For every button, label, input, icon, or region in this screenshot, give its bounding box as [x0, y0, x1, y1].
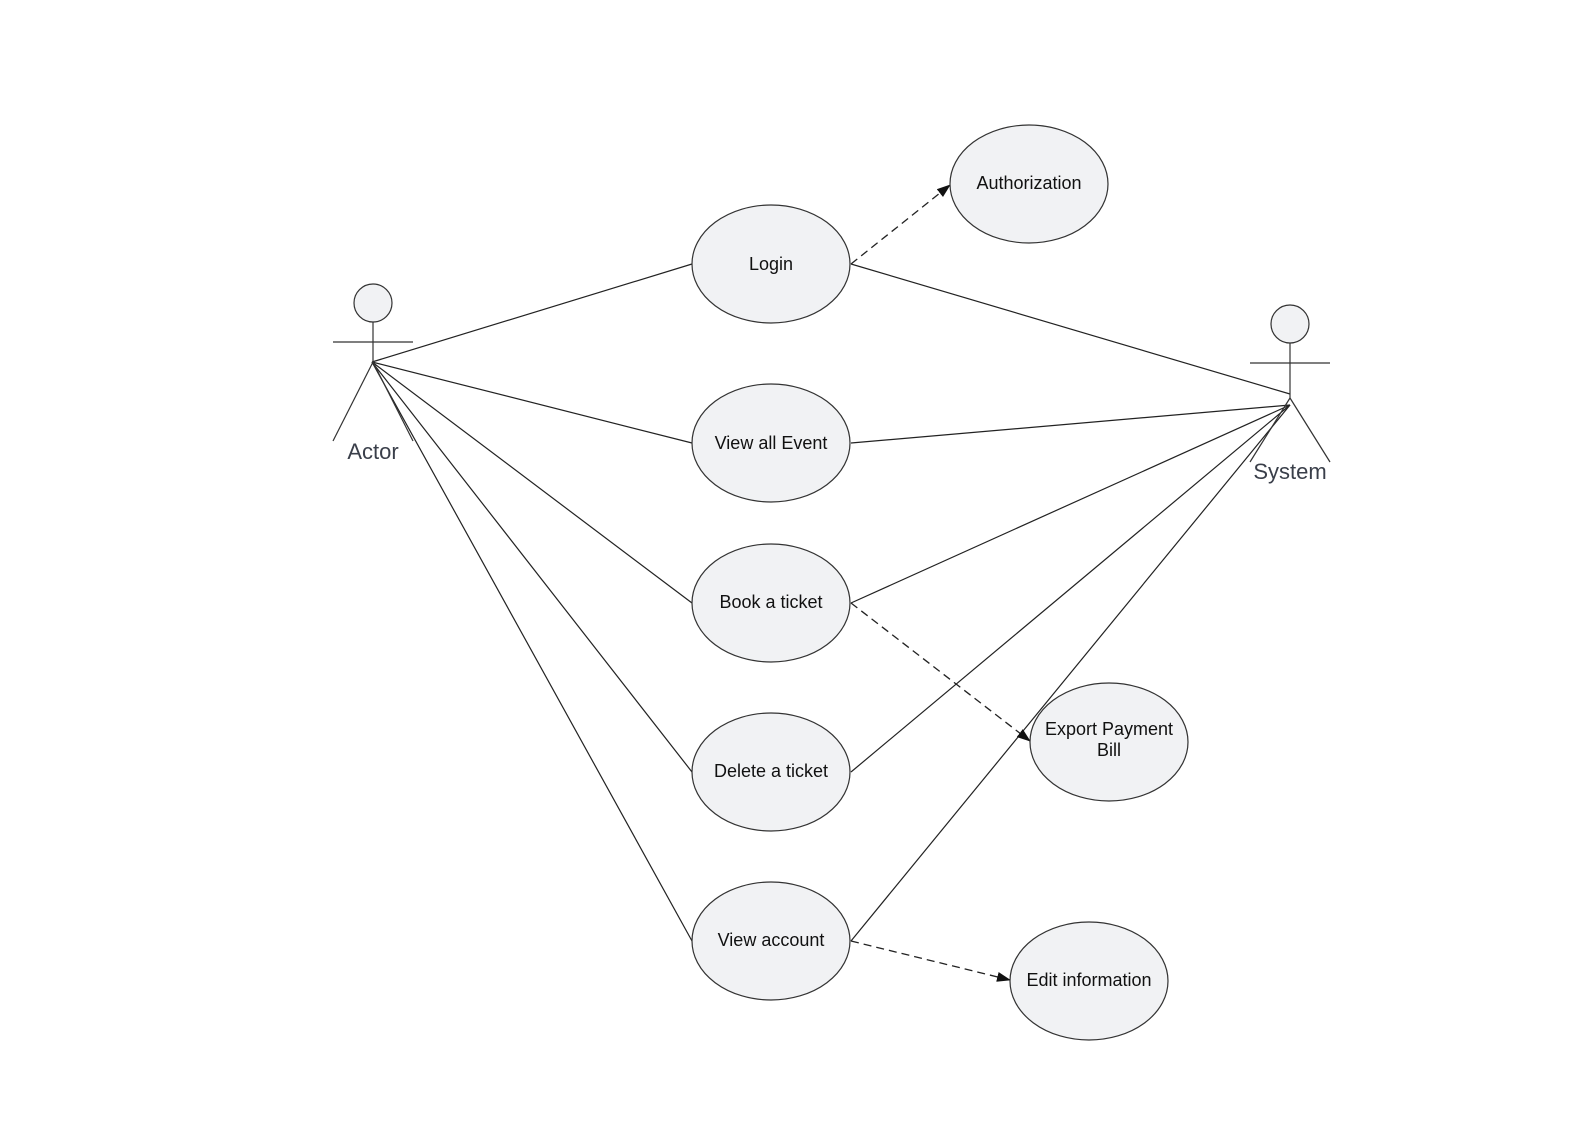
usecase-book-ticket-ellipse	[691, 543, 851, 663]
usecase-view-account[interactable]: View account	[691, 881, 851, 1001]
system-actor-label: System	[1253, 459, 1326, 484]
association-system-login[interactable]	[850, 263, 1291, 395]
usecase-export-payment-bill-label-line1: Export Payment	[1045, 719, 1173, 739]
association-system-book-ticket[interactable]	[850, 404, 1291, 604]
system-actor-figure[interactable]: System	[1249, 304, 1331, 484]
usecase-view-account-label: View account	[718, 930, 825, 950]
dependency-book-ticket-export-payment-bill[interactable]	[850, 602, 1031, 742]
usecase-export-payment-bill-ellipse	[1029, 682, 1189, 802]
usecase-delete-ticket-label: Delete a ticket	[714, 761, 828, 781]
usecase-authorization-label: Authorization	[976, 173, 1081, 193]
system-associations	[850, 263, 1291, 942]
association-system-delete-ticket[interactable]	[850, 404, 1291, 773]
usecase-export-payment-bill-label-line2: Bill	[1097, 740, 1121, 760]
usecase-view-all-event-label: View all Event	[715, 433, 828, 453]
usecase-login-label: Login	[749, 254, 793, 274]
system-actor-right-leg	[1289, 397, 1331, 463]
usecase-edit-information-ellipse	[1009, 921, 1169, 1041]
usecase-edit-information[interactable]: Edit information	[1009, 921, 1169, 1041]
system-actor-left-leg	[1249, 397, 1291, 463]
dependency-login-authorization[interactable]	[850, 184, 951, 265]
association-actor-book-ticket[interactable]	[371, 361, 693, 604]
usecase-view-account-ellipse	[691, 881, 851, 1001]
usecase-book-ticket[interactable]: Book a ticket	[691, 543, 851, 663]
usecase-authorization-ellipse	[949, 124, 1109, 244]
actor-associations	[371, 263, 693, 942]
association-system-view-account[interactable]	[850, 404, 1291, 942]
usecase-export-payment-bill[interactable]: Export Payment Bill	[1029, 682, 1189, 802]
usecase-login[interactable]: Login	[691, 204, 851, 324]
actor-right-leg	[372, 361, 414, 442]
usecase-delete-ticket[interactable]: Delete a ticket	[691, 712, 851, 832]
usecase-login-ellipse	[691, 204, 851, 324]
system-actor-head	[1270, 304, 1310, 344]
actor-figure[interactable]: Actor	[332, 283, 414, 464]
actor-label: Actor	[347, 439, 398, 464]
usecase-view-all-event-ellipse	[691, 383, 851, 503]
dependencies	[850, 184, 1031, 982]
usecase-delete-ticket-ellipse	[691, 712, 851, 832]
usecase-view-all-event[interactable]: View all Event	[691, 383, 851, 503]
usecase-authorization[interactable]: Authorization	[949, 124, 1109, 244]
actor-left-leg	[332, 361, 374, 442]
association-system-view-all-event[interactable]	[850, 404, 1291, 444]
actor-head	[353, 283, 393, 323]
association-actor-view-account[interactable]	[371, 361, 693, 942]
dependency-view-account-edit-information[interactable]	[850, 940, 1011, 982]
association-actor-view-all-event[interactable]	[371, 361, 693, 444]
association-actor-delete-ticket[interactable]	[371, 361, 693, 773]
usecase-book-ticket-label: Book a ticket	[719, 592, 822, 612]
association-actor-login[interactable]	[371, 263, 693, 363]
usecase-edit-information-label: Edit information	[1026, 970, 1151, 990]
